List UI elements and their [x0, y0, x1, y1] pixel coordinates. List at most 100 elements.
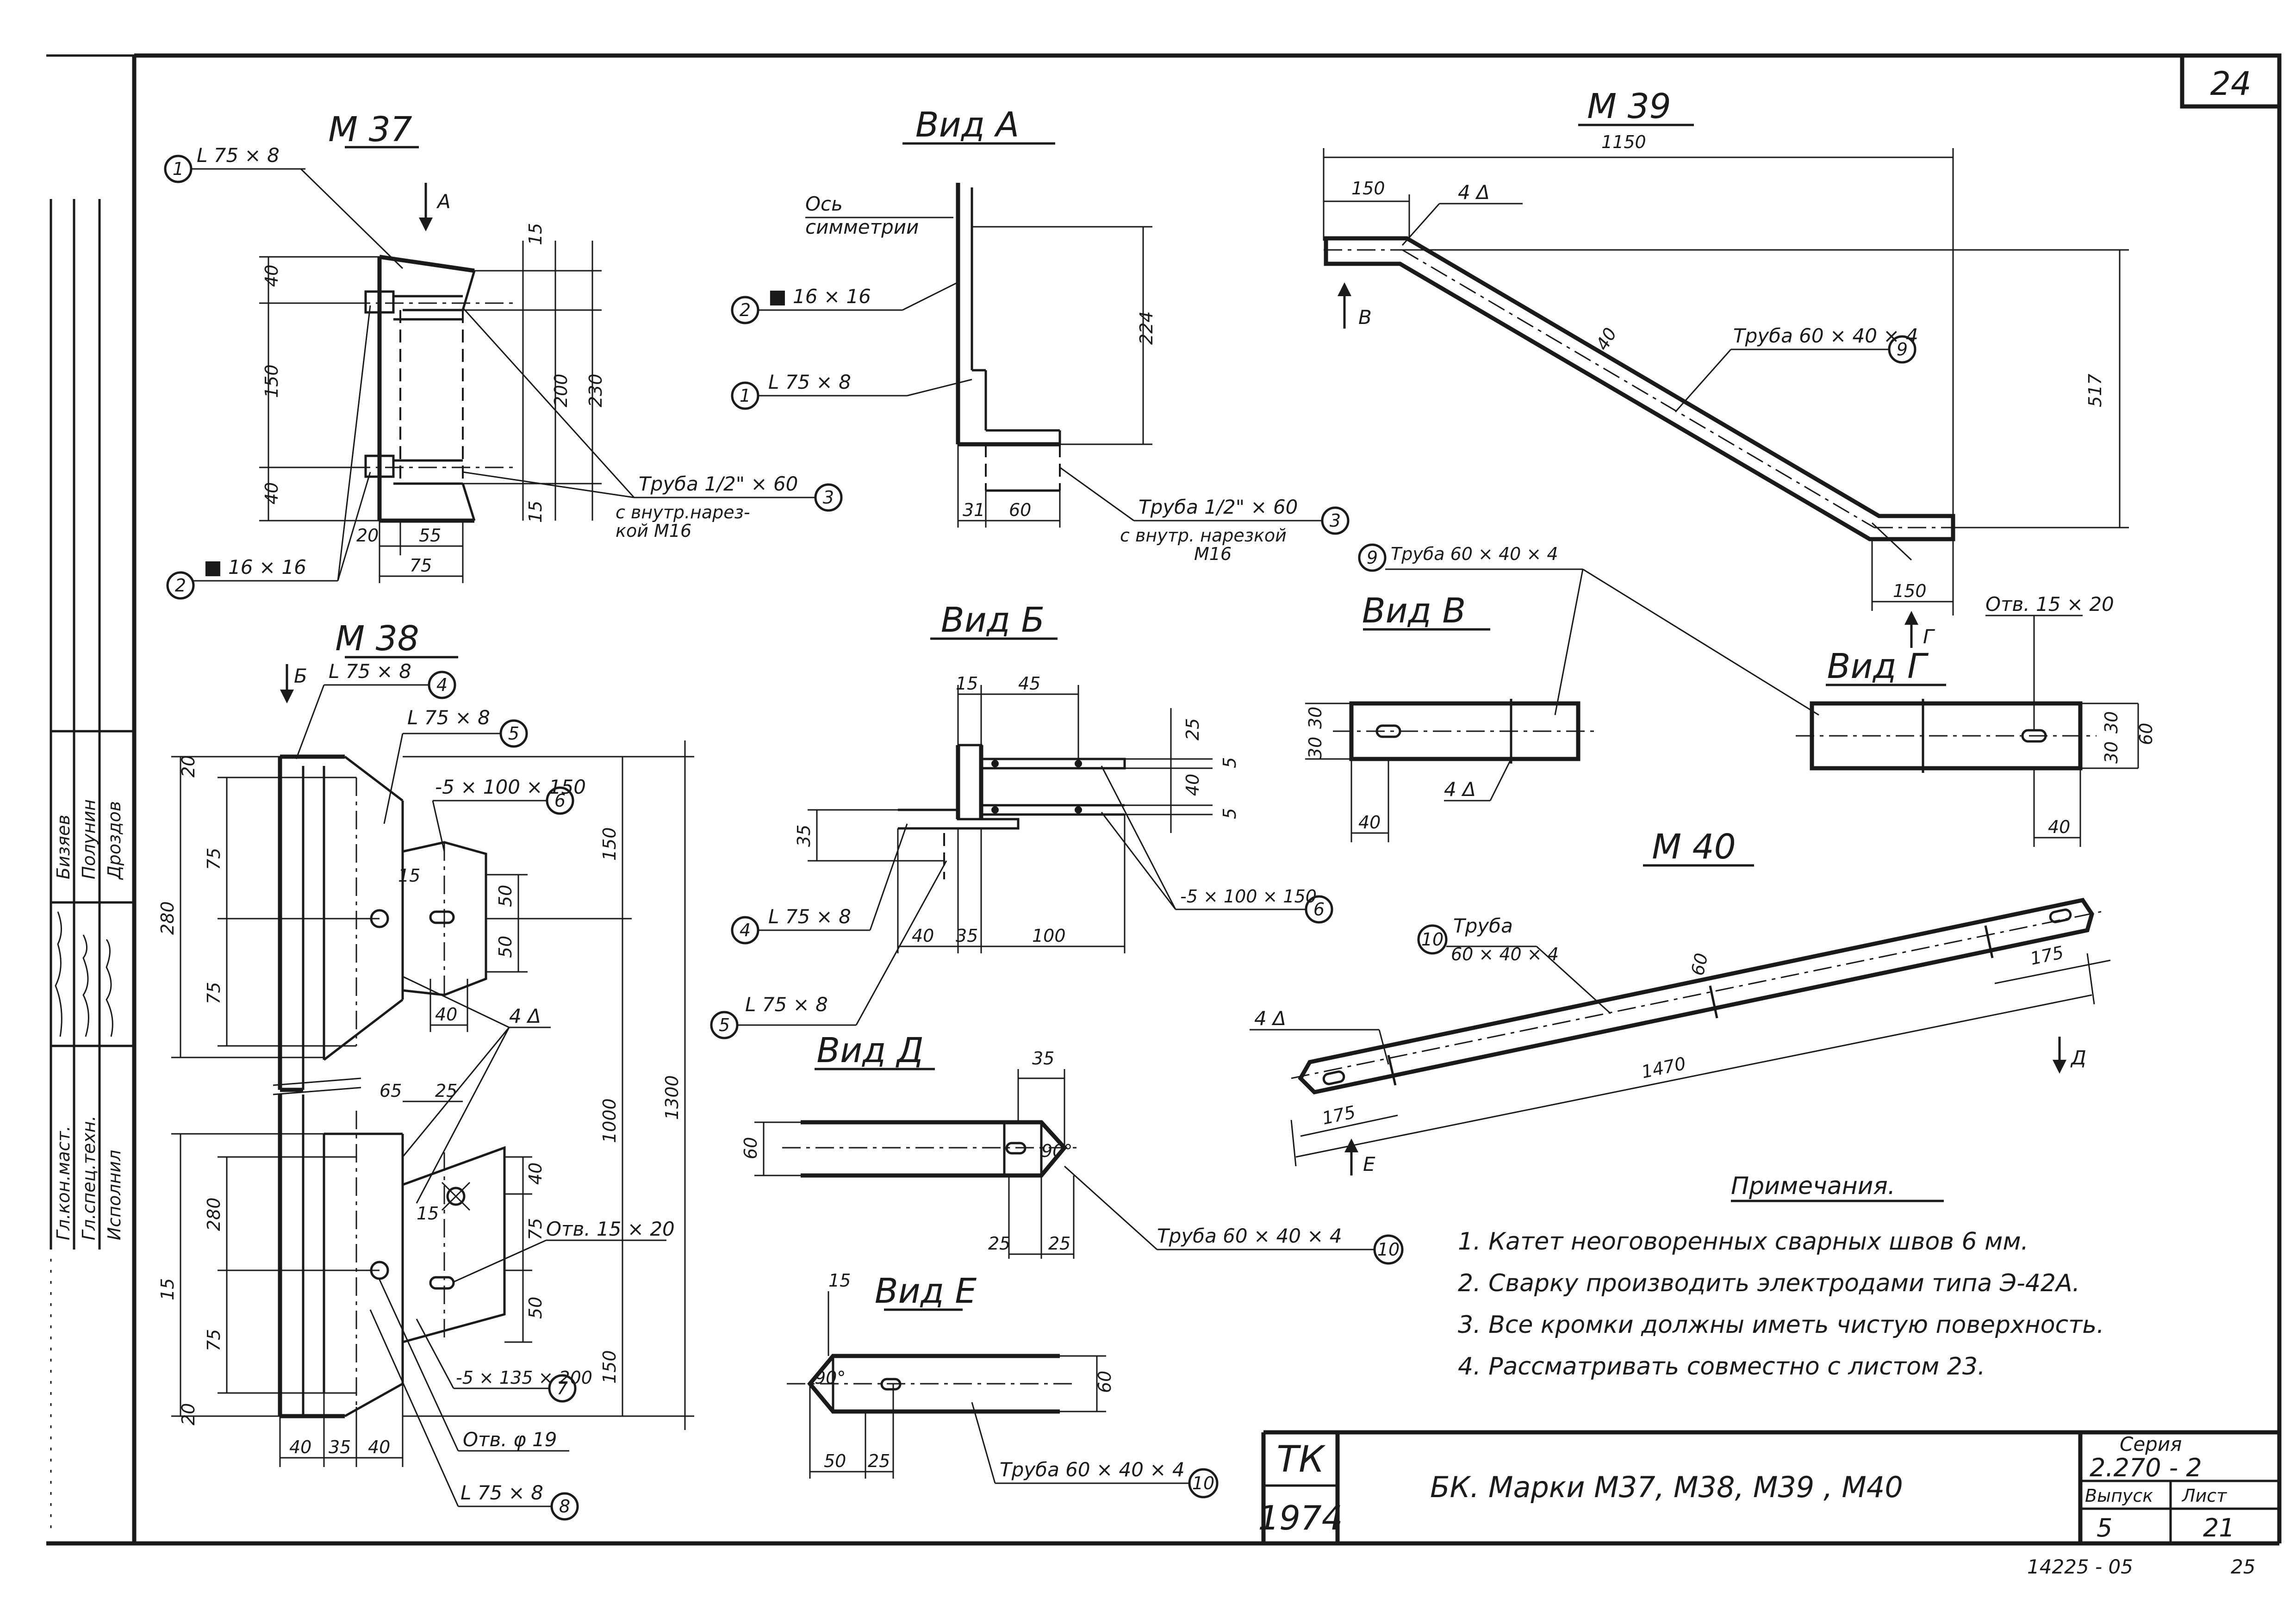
signature-2 [82, 934, 89, 1037]
m38-dim: 150 [599, 827, 620, 861]
m38-dim: 20 [178, 755, 199, 777]
view-e-title: Вид Е [875, 1271, 977, 1311]
m39-dim: 1150 [1601, 132, 1646, 152]
m40-dim: 175 [2028, 942, 2066, 969]
callout-3-label-line3: М16 [1194, 544, 1232, 564]
callout-3-label-line3: кой М16 [616, 521, 691, 541]
view-b-dim: 100 [1032, 926, 1066, 946]
callout-10-number: 10 [1192, 1473, 1214, 1493]
m40-tube-outline [1298, 897, 2094, 1094]
axis-label-line2: симметрии [805, 216, 919, 238]
view-d-dim: 25 [988, 1233, 1010, 1254]
view-g-dim: 60 [2136, 723, 2156, 745]
m37-dim: 230 [585, 373, 606, 407]
note-item: 4. Рассматривать совместно с листом 23. [1458, 1353, 1985, 1380]
side-stamp: Гл.кон.маст. Гл.спец.техн. Исполнил Бизя… [50, 199, 134, 1250]
callout-3-number: 3 [1330, 510, 1341, 531]
callout-1-number: 1 [740, 386, 751, 406]
m38-hole-d19-label: Отв. φ 19 [463, 1428, 557, 1451]
m37-dim: 200 [551, 373, 571, 407]
m38-weld-label: 4 Δ [509, 1005, 541, 1027]
callout-10-label: Труба 60 × 40 × 4 [1157, 1225, 1342, 1247]
page-number: 24 [2210, 65, 2251, 103]
callout-6-label: -5 × 100 × 150 [435, 776, 586, 798]
view-e-dim: 60 [1095, 1371, 1115, 1393]
m39-dim: 150 [1351, 178, 1385, 199]
m39-arrow-g-label: Г [1923, 625, 1935, 648]
sheet-title: БК. Марки М37, М38, М39 , М40 [1430, 1470, 1903, 1504]
stamp-name-2: Полунин [79, 799, 99, 879]
callout-9-number: 9 [1897, 339, 1908, 360]
view-v-dim: 30 [1305, 737, 1325, 759]
callout-9-label: Труба 60 × 40 × 4 [1391, 544, 1558, 564]
view-d-dim: 35 [1032, 1048, 1054, 1069]
view-a-title: Вид А [915, 105, 1019, 145]
view-b-dim: 15 [956, 673, 978, 694]
view-b-dim: 40 [912, 926, 934, 946]
callout-3-number: 3 [823, 487, 834, 508]
m38-dim: 50 [495, 885, 516, 907]
sheet-frame [46, 53, 2282, 1546]
stamp-role-1: Гл.кон.маст. [53, 1126, 74, 1240]
axis-label: Ось [805, 193, 843, 215]
series-label: Серия [2120, 1433, 2182, 1455]
view-d-angle-label: 90° [1041, 1141, 1072, 1161]
m37-dim: 15 [525, 223, 546, 245]
m40-weld-label: 4 Δ [1254, 1007, 1286, 1030]
m38-hole-15x20-label: Отв. 15 × 20 [546, 1218, 675, 1240]
callout-10-label: Труба 60 × 40 × 4 [1000, 1458, 1185, 1481]
callout-8-number: 8 [559, 1496, 570, 1517]
m38-plate-7 [402, 1146, 506, 1343]
view-b-dim: 5 [1220, 808, 1240, 819]
view-d-dim: 25 [1048, 1233, 1070, 1254]
view-v-dim: 40 [1358, 812, 1381, 833]
m38-dim: 15 [417, 1203, 439, 1224]
m38-dim: 40 [435, 1004, 457, 1025]
sheet-value: 21 [2203, 1513, 2235, 1542]
callout-3-label-line2: с внутр.нарез- [616, 502, 750, 522]
note-item: 2. Сварку производить электродами типа Э… [1458, 1269, 2080, 1297]
m38-dim: 15 [398, 865, 420, 886]
m38-plate-6 [402, 841, 487, 996]
callout-3-label: Труба 1/2" × 60 [1139, 496, 1298, 518]
m38-dim: 280 [157, 901, 178, 935]
view-a: Вид А Ось симметрии 224 31 60 2 ■ 16 × 1… [731, 105, 1350, 564]
callout-8-label: L 75 × 8 [460, 1481, 543, 1504]
page-number-box: 24 [2180, 53, 2282, 109]
view-d-title: Вид Д [816, 1031, 923, 1070]
callout-1-label: L 75 × 8 [197, 144, 280, 167]
m38-dim: 1300 [662, 1075, 682, 1120]
issue-label: Выпуск [2085, 1486, 2153, 1506]
stamp-name-1: Бизяев [53, 815, 74, 879]
view-v-dim: 30 [1305, 707, 1325, 729]
m40-dim: 60 [1687, 951, 1712, 977]
m38-dim: 25 [435, 1081, 457, 1101]
view-b-dim: 35 [794, 825, 814, 847]
m39-dim: 150 [1893, 581, 1927, 601]
m38-dim: 150 [599, 1350, 620, 1384]
archive-number: 14225 - 05 [2027, 1555, 2133, 1578]
callout-5-number: 5 [719, 1015, 730, 1035]
m37-title: М 37 [328, 110, 412, 149]
callout-3-label-line2: с внутр. нарезкой [1120, 525, 1287, 546]
m38-dim: 40 [289, 1437, 311, 1457]
m37-dim: 40 [261, 482, 282, 504]
callout-4-number: 4 [740, 920, 751, 940]
callout-9-label: Труба 60 × 40 × 4 [1733, 324, 1918, 347]
m38-dim: 15 [157, 1278, 178, 1300]
note-item: 1. Катет неоговоренных сварных швов 6 мм… [1458, 1228, 2028, 1256]
callout-10-number: 10 [1421, 929, 1444, 950]
m39-dim: 517 [2085, 373, 2105, 407]
m40-title: М 40 [1652, 827, 1736, 867]
callout-4-label: L 75 × 8 [768, 905, 851, 928]
view-e-dim: 25 [868, 1451, 890, 1471]
callout-10 [1417, 924, 1448, 955]
view-e-dim: 50 [824, 1451, 846, 1471]
view-v-title: Вид В [1362, 591, 1466, 631]
view-b-dim: 25 [1182, 718, 1203, 740]
callout-7-number: 7 [557, 1378, 568, 1399]
series-value: 2.270 - 2 [2090, 1453, 2202, 1482]
callout-6-number: 6 [554, 790, 566, 811]
m39-weld-label: 4 Δ [1458, 181, 1490, 204]
sheet-label: Лист [2181, 1486, 2228, 1506]
